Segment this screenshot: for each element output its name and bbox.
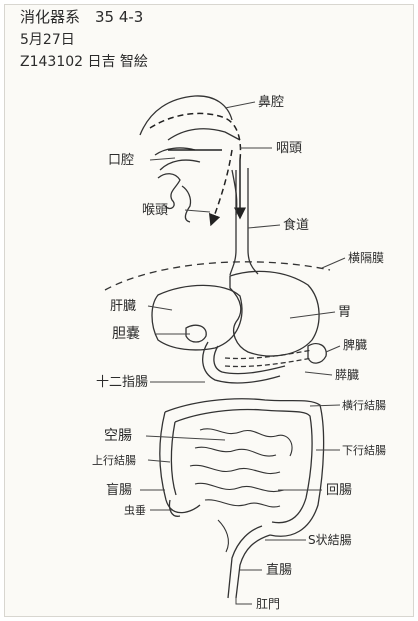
label-ileum: 回腸: [326, 483, 352, 498]
label-spleen: 脾臓: [343, 337, 367, 352]
label-nasal-cavity: 鼻腔: [258, 94, 284, 110]
label-ascending-colon: 上行結腸: [92, 453, 136, 467]
label-liver: 肝臓: [110, 299, 136, 314]
stomach-shape: [230, 271, 319, 356]
spleen-shape: [308, 344, 326, 363]
label-oral-cavity: 口腔: [108, 153, 134, 168]
label-diaphragm: 横隔膜: [348, 251, 384, 265]
label-duodenum: 十二指腸: [96, 375, 148, 390]
label-sigmoid-colon: S状結腸: [308, 533, 352, 547]
label-anus: 肛門: [256, 597, 280, 611]
label-jejunum: 空腸: [104, 428, 132, 444]
label-gallbladder: 胆嚢: [112, 326, 140, 342]
organ-labels: 鼻腔 口腔 咽頭 喉頭 食道 横隔膜 肝臓 胃 胆嚢 脾臓 膵臓 十二指腸 横行…: [92, 94, 386, 611]
label-stomach: 胃: [338, 305, 351, 320]
header-date: 5月27日: [20, 32, 75, 48]
label-transverse-colon: 横行結腸: [342, 398, 386, 412]
label-rectum: 直腸: [266, 563, 292, 578]
label-esophagus: 食道: [283, 217, 309, 233]
header-student: Z143102 日吉 智絵: [20, 54, 148, 70]
leader-lines: [140, 102, 345, 604]
label-larynx: 喉頭: [142, 203, 168, 218]
label-pharynx: 咽頭: [276, 141, 302, 156]
small-intestine: [190, 429, 292, 552]
label-cecum: 盲腸: [106, 482, 132, 498]
diaphragm-line: [105, 262, 330, 290]
label-descending-colon: 下行結腸: [342, 443, 386, 457]
duodenum-pancreas: [203, 342, 312, 383]
label-appendix: 虫垂: [124, 504, 146, 517]
liver-shape: [152, 285, 242, 350]
header-course: 消化器系 35 4-3: [20, 8, 143, 26]
label-pancreas: 膵臓: [335, 368, 359, 382]
large-intestine: [160, 399, 324, 598]
